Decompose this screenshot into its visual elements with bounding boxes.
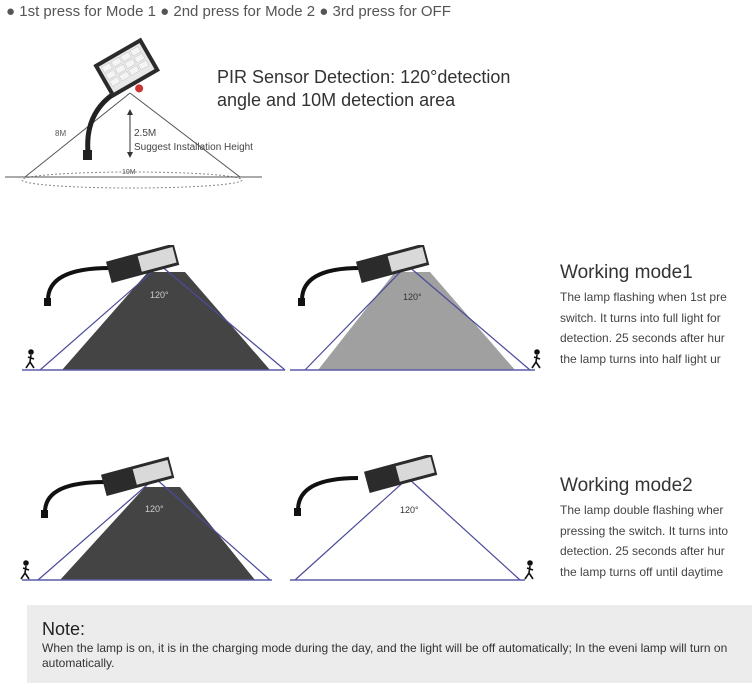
label-8m: 8M: [55, 129, 66, 138]
note-box: Note: When the lamp is on, it is in the …: [27, 605, 752, 683]
person-icon: [25, 349, 35, 369]
top-instructions: ● 1st press for Mode 1 ● 2nd press for M…: [6, 3, 451, 20]
note-body: When the lamp is on, it is in the chargi…: [42, 641, 728, 670]
mode1-lamp-right: 120°: [290, 245, 541, 371]
mode2-right-angle: 120°: [400, 505, 419, 515]
mode1-right-angle: 120°: [403, 292, 422, 302]
mode2-diagrams: 120° 120°: [20, 455, 534, 581]
person-icon: [20, 560, 30, 580]
detection-area-ellipse: [21, 171, 243, 189]
mode1-title: Working mode1: [560, 262, 693, 283]
pir-diagram: 8M 2.5M Suggest Installation Height 10M: [5, 37, 262, 189]
person-icon: [524, 560, 534, 580]
mode1-desc-line: detection. 25 seconds after hur: [560, 331, 725, 345]
label-10m: 10M: [122, 169, 136, 176]
mode1-diagrams: 120° 120°: [22, 245, 541, 371]
pir-title-line1: PIR Sensor Detection: 120°detection: [217, 67, 511, 87]
mode1-left-angle: 120°: [150, 290, 169, 300]
mode2-desc-line: pressing the switch. It turns into: [560, 523, 729, 538]
mode2-description: The lamp double flashing wher pressing t…: [560, 500, 728, 582]
mode1-desc-line: the lamp turns into half light ur: [560, 351, 721, 366]
mode2-lamp-right: 120°: [290, 455, 534, 581]
mode2-title: Working mode2: [560, 475, 693, 496]
label-suggest-height: Suggest Installation Height: [134, 142, 253, 153]
mode2-left-angle: 120°: [145, 504, 164, 514]
mode1-desc-line: switch. It turns into full light for: [560, 310, 721, 325]
pir-title-line2: angle and 10M detection area: [217, 90, 456, 110]
mode1-desc-line: The lamp flashing when 1st pre: [560, 290, 727, 304]
mode2-desc-line: detection. 25 seconds after hur: [560, 544, 725, 558]
mode1-lamp-left: 120°: [22, 245, 286, 371]
pir-title: PIR Sensor Detection: 120°detection angl…: [217, 66, 547, 112]
mode2-desc-line: The lamp double flashing wher: [560, 503, 724, 517]
pir-sensor-icon: [135, 84, 144, 93]
label-height: 2.5M: [134, 128, 156, 139]
mode2-lamp-left: 120°: [20, 456, 272, 581]
person-icon: [531, 349, 541, 369]
lamp-head: [93, 37, 160, 99]
mode1-description: The lamp flashing when 1st pre switch. I…: [560, 287, 727, 369]
mode2-desc-line: the lamp turns off until daytime: [560, 564, 724, 579]
lamp-pole: [85, 92, 114, 153]
note-title: Note:: [42, 619, 86, 639]
